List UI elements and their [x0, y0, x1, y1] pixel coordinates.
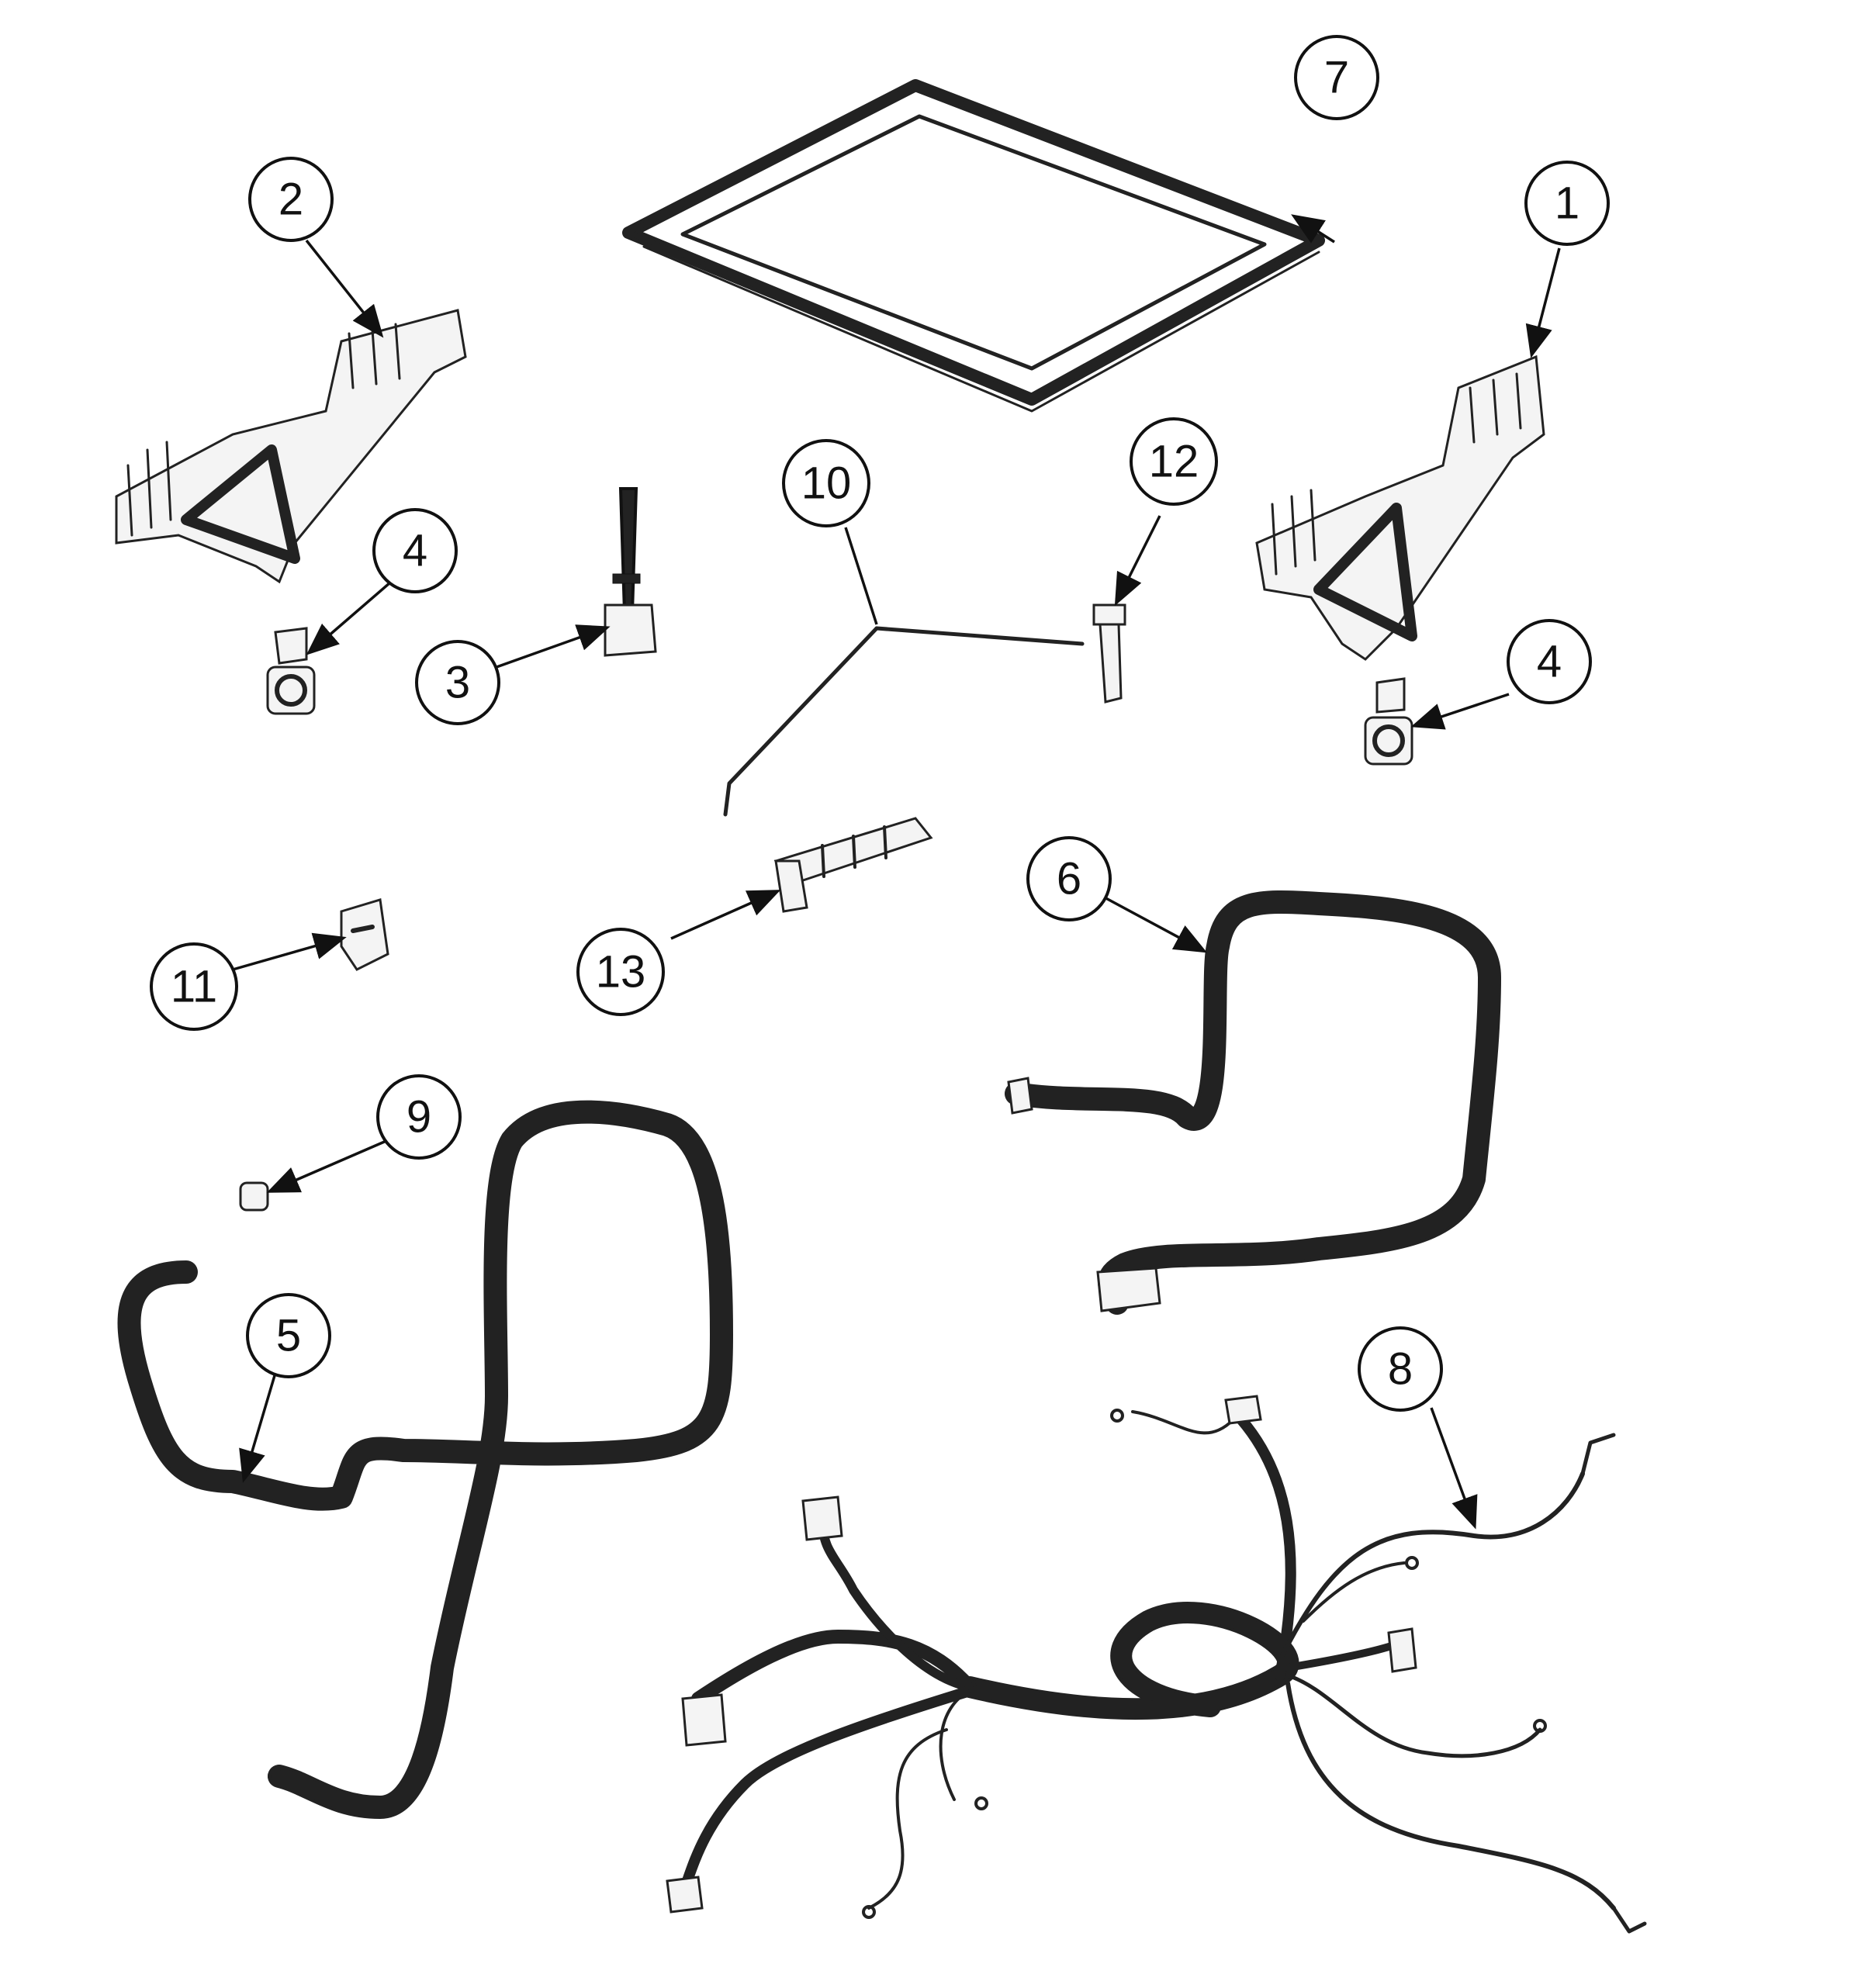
leader-lines [232, 214, 1561, 1530]
callout-label: 12 [1149, 437, 1199, 487]
callout-1: 1 [1524, 161, 1610, 246]
callout-10: 10 [782, 439, 870, 527]
callout-2: 2 [248, 157, 334, 242]
callout-9: 9 [376, 1074, 462, 1160]
callout-7: 7 [1294, 35, 1379, 120]
callout-4-right: 4 [1507, 619, 1592, 704]
callout-label: 4 [1537, 637, 1562, 687]
pin-part-12 [1092, 603, 1126, 704]
callout-label: 1 [1555, 178, 1579, 229]
callout-11: 11 [150, 942, 238, 1031]
wire-harness-part-8 [666, 1395, 1647, 1934]
callout-label: 3 [445, 658, 470, 708]
callout-8: 8 [1358, 1326, 1443, 1412]
latch-part-13 [773, 817, 933, 913]
callout-6: 6 [1026, 836, 1112, 921]
clip-part-4-left [266, 627, 316, 715]
callout-3: 3 [415, 640, 500, 725]
clip-part-11 [340, 898, 389, 971]
hose-part-5 [117, 1100, 733, 1819]
clip-part-4-right [1364, 677, 1413, 766]
nut-part-9 [239, 1181, 269, 1212]
callout-13: 13 [576, 928, 665, 1016]
rod-part-10 [723, 626, 1085, 817]
hose-part-6 [1005, 890, 1501, 1315]
callout-label: 4 [403, 526, 427, 576]
callout-label: 2 [279, 175, 303, 225]
switch-part-3 [604, 487, 657, 657]
callout-label: 8 [1388, 1344, 1413, 1395]
callout-label: 6 [1057, 854, 1081, 904]
callout-12: 12 [1130, 417, 1218, 506]
callout-label: 9 [407, 1092, 431, 1143]
callout-label: 10 [801, 458, 852, 509]
callout-label: 13 [596, 947, 646, 997]
bracket-part-1 [1255, 354, 1545, 661]
callout-4-left: 4 [372, 508, 458, 593]
callout-label: 7 [1324, 53, 1349, 103]
callout-label: 5 [276, 1311, 301, 1361]
callout-label: 11 [171, 962, 217, 1012]
callout-5: 5 [246, 1293, 331, 1378]
top-frame-part-7 [622, 79, 1325, 413]
bracket-part-2 [115, 309, 467, 584]
